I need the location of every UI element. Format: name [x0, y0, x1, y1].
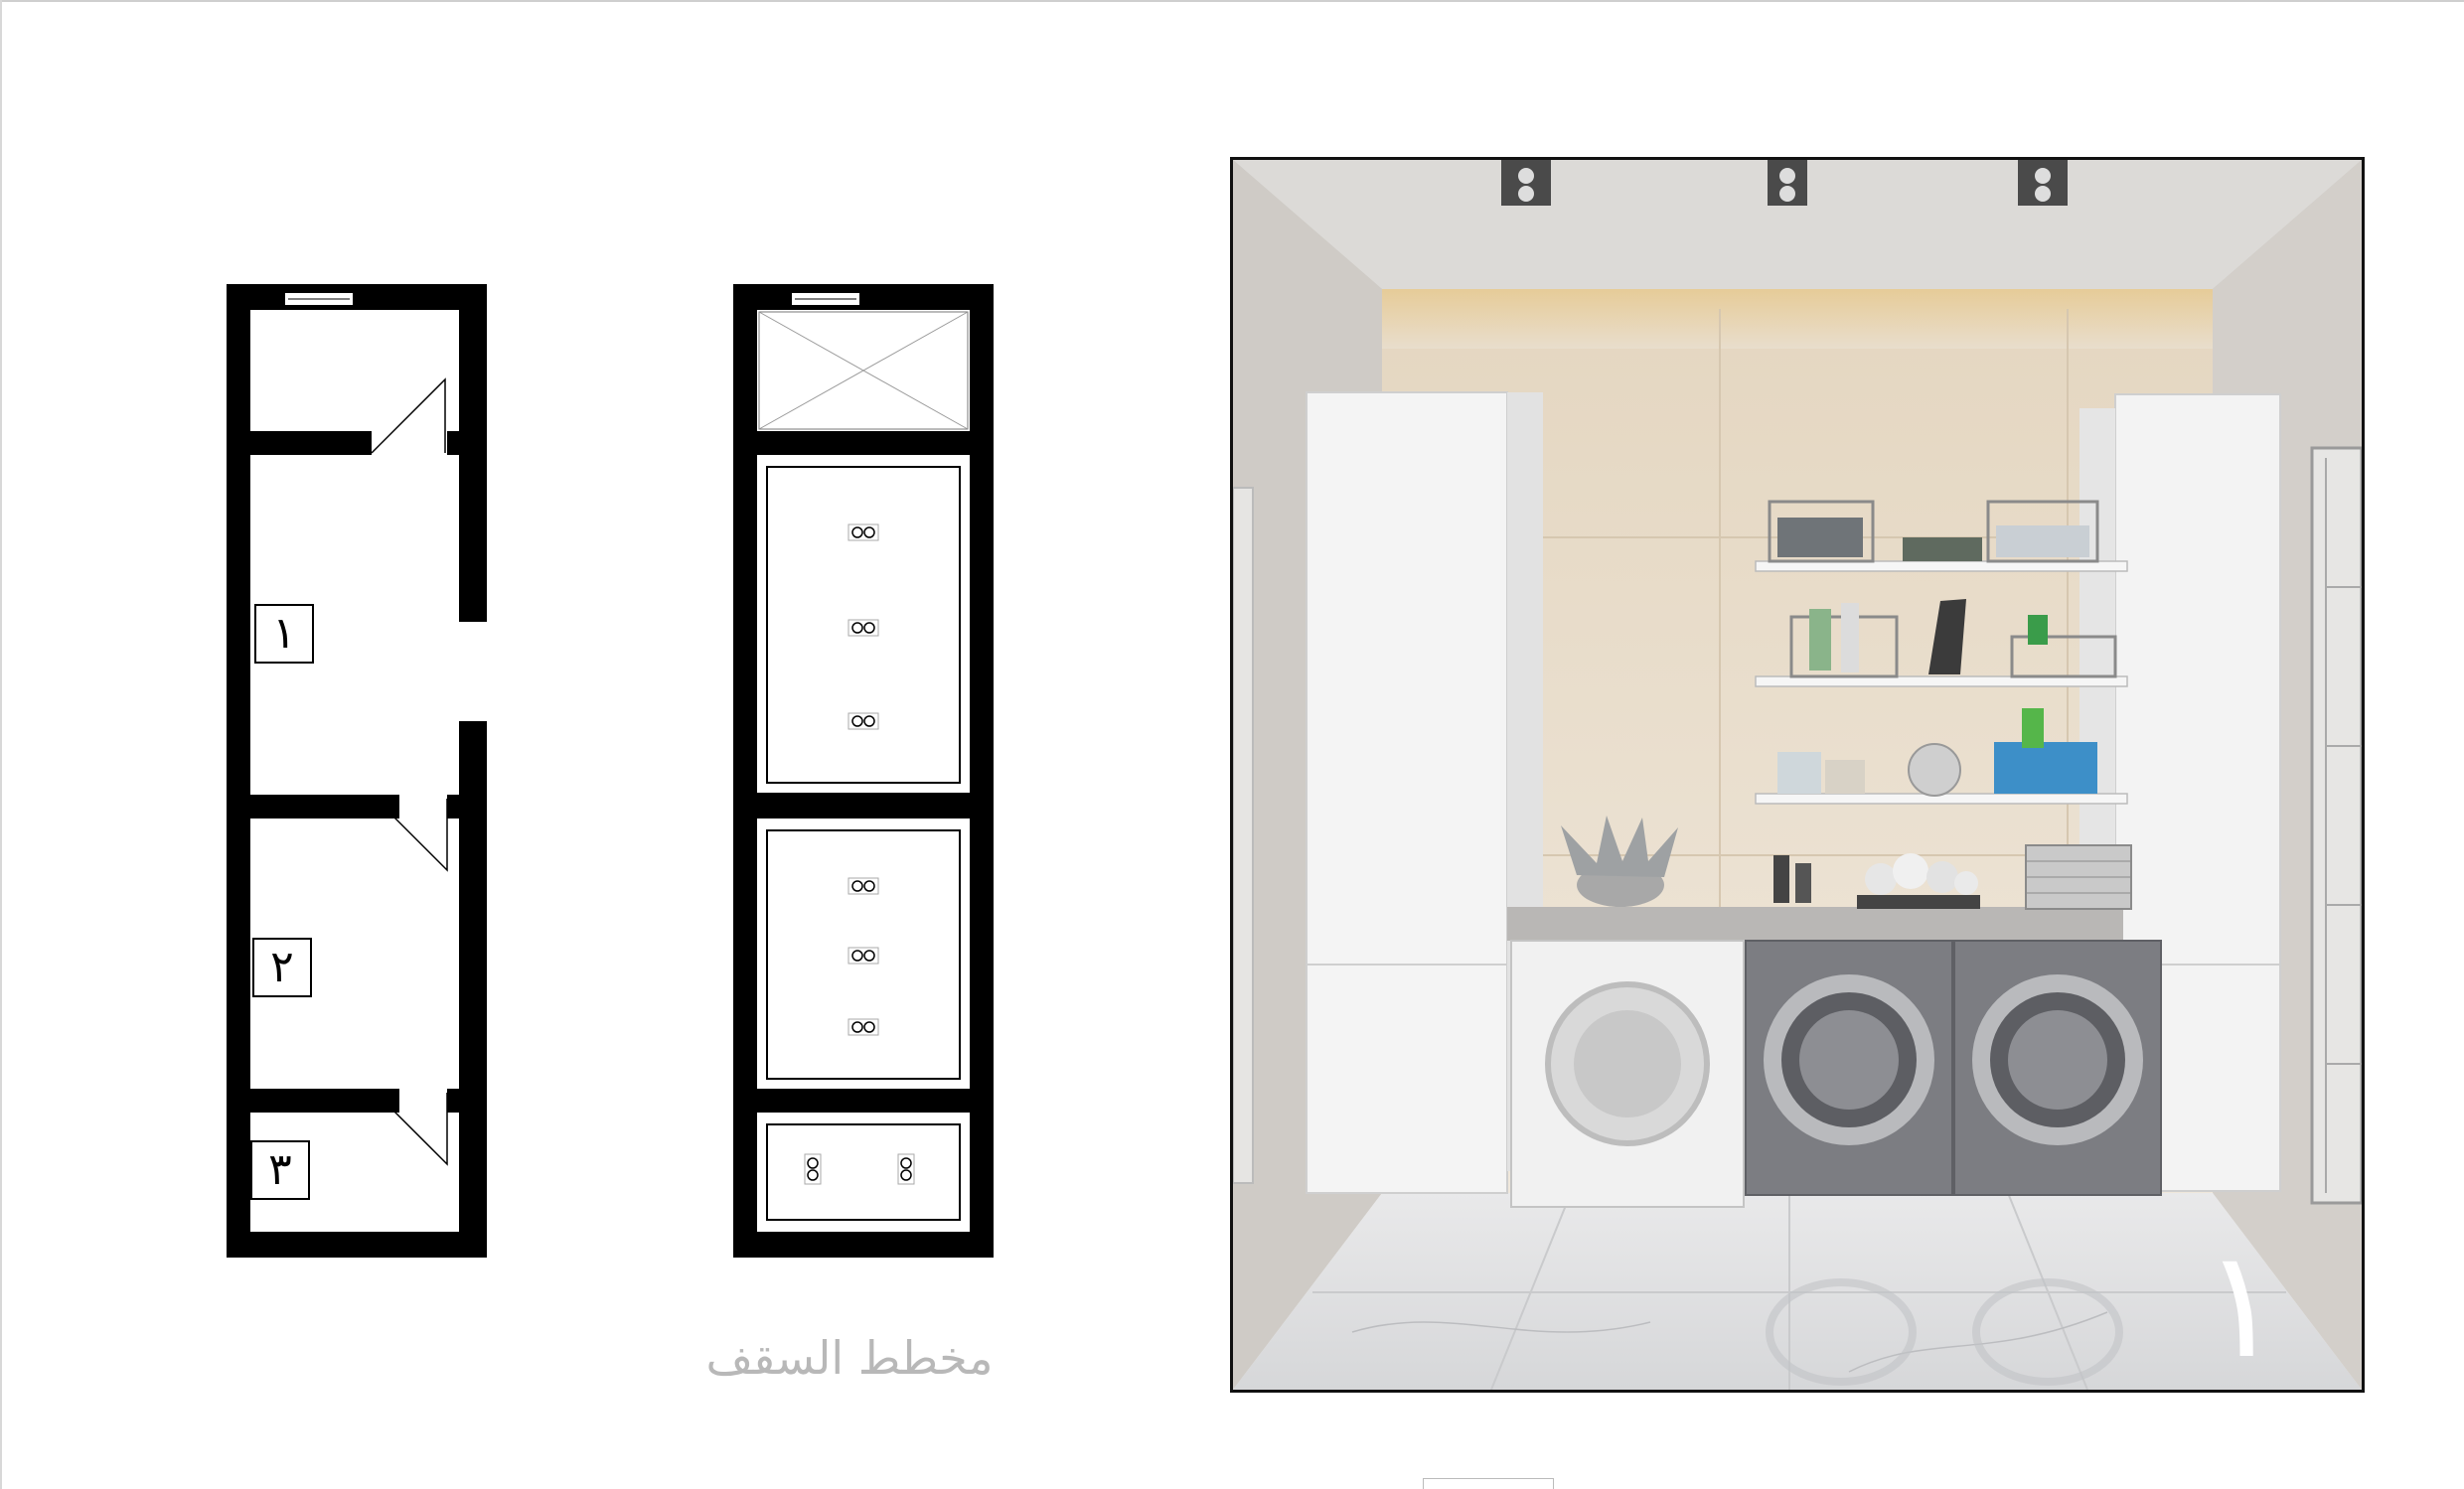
- ceiling-light-2: [847, 619, 879, 637]
- ceiling-room-3: [757, 1113, 970, 1232]
- flower-tray: [1857, 853, 1980, 909]
- partition-2-right: [447, 795, 459, 819]
- ceiling-light-7: [804, 1153, 822, 1185]
- page-footer-mark: [1423, 1478, 1554, 1489]
- floor-plan: ١ ٢ ٣: [227, 284, 487, 1258]
- view-number: ١: [2202, 1219, 2282, 1392]
- partition-3-left: [250, 1089, 399, 1113]
- ceiling-light-8: [897, 1153, 915, 1185]
- spotlight-2: [1768, 160, 1807, 206]
- floor-plan-drawing: [227, 284, 487, 1258]
- ceiling-plan: [733, 284, 994, 1258]
- ceiling-light-3: [847, 712, 879, 730]
- page-top-border: [0, 0, 2464, 2]
- grey-washer-2: [1953, 940, 2162, 1196]
- room-label-1: ١: [254, 604, 314, 664]
- shelf-2: [1755, 599, 2128, 687]
- grey-washer-1: [1745, 940, 1953, 1196]
- partition-1-right: [447, 431, 459, 455]
- countertop: [1507, 907, 2123, 941]
- east-wall-lower: [459, 721, 487, 1258]
- glass-door: [2310, 446, 2362, 1205]
- partition-1-left: [250, 431, 372, 455]
- ceiling-plan-drawing: [733, 284, 994, 1258]
- room-label-2: ٢: [252, 938, 312, 997]
- west-wall: [227, 284, 250, 1258]
- bottles: [1773, 855, 1811, 903]
- partition-3-right: [447, 1089, 459, 1113]
- spotlight-3: [2018, 160, 2068, 206]
- ceiling-light-1: [847, 523, 879, 541]
- ceiling-light-5: [847, 947, 879, 965]
- shelf-3: [1755, 708, 2128, 805]
- laundry-room-render: ١: [1230, 157, 2365, 1393]
- page-left-border: [0, 0, 2, 1489]
- tall-cabinet-left: [1306, 391, 1543, 1194]
- door-swing-3: [375, 1092, 448, 1166]
- white-washer: [1510, 940, 1745, 1208]
- plant: [1561, 816, 1678, 907]
- south-wall: [227, 1232, 487, 1258]
- ceiling-light-6: [847, 1018, 879, 1036]
- render-illustration: [1233, 160, 2362, 1390]
- door-swing-2: [375, 798, 448, 872]
- ceiling-plan-caption: مخطط السقف: [705, 1331, 994, 1385]
- east-wall-upper: [459, 284, 487, 622]
- laundry-basket: [2025, 844, 2132, 910]
- shelf-1: [1755, 500, 2128, 572]
- partition-2-left: [250, 795, 399, 819]
- north-wall: [227, 284, 487, 310]
- door-swing-1: [371, 377, 446, 454]
- room-label-3: ٣: [250, 1140, 310, 1200]
- spotlight-1: [1501, 160, 1551, 206]
- ceiling-light-4: [847, 877, 879, 895]
